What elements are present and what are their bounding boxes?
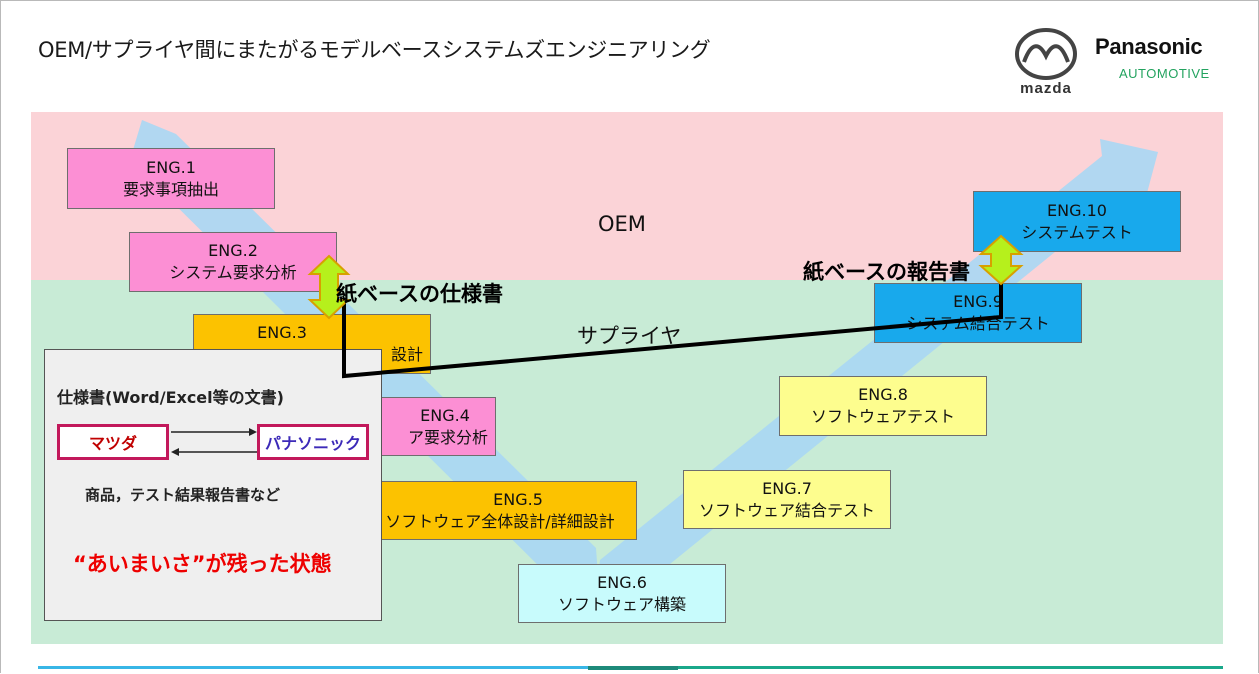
paper-report-label: 紙ベースの報告書: [803, 260, 970, 284]
process-id: ENG.9: [953, 292, 1003, 311]
mazda-logo: [1015, 28, 1077, 80]
process-eng-7: ENG.7 ソフトウェア結合テスト: [683, 470, 891, 529]
process-label: ソフトウェア構築: [557, 594, 686, 614]
process-id: ENG.8: [858, 385, 908, 404]
legend-heading: 仕様書(Word/Excel等の文書): [57, 388, 284, 407]
supplier-label: サプライヤ: [577, 324, 682, 348]
footer-rule-center: [588, 666, 678, 670]
process-label: 要求事項抽出: [122, 179, 219, 199]
paper-spec-label: 紙ベースの仕様書: [336, 282, 503, 306]
process-id: ENG.5: [493, 489, 543, 509]
process-eng-9: ENG.9 システム結合テスト: [874, 283, 1082, 343]
oem-label: OEM: [598, 212, 646, 236]
process-label: 設計: [390, 345, 423, 364]
party-mazda: マツダ: [57, 424, 169, 460]
process-label: システムテスト: [1021, 222, 1133, 242]
process-eng-1: ENG.1 要求事項抽出: [67, 148, 275, 209]
process-id: ENG.1: [146, 157, 196, 177]
process-label: システム要求分析: [169, 263, 297, 282]
process-label: ソフトウェア結合テスト: [698, 500, 875, 520]
process-label: ア要求分析: [407, 427, 488, 447]
process-label: システム結合テスト: [906, 314, 1050, 333]
process-label: ソフトウェアテスト: [810, 407, 955, 426]
process-eng-8: ENG.8 ソフトウェアテスト: [779, 376, 987, 436]
process-id: ENG.7: [762, 478, 812, 498]
legend-panel: 仕様書(Word/Excel等の文書) マツダ パナソニック 商品，テスト結果報…: [44, 349, 382, 621]
footer-rule-left: [38, 666, 588, 669]
ambiguity-warning: “あいまいさ”が残った状態: [73, 552, 332, 576]
slide-title: OEM/サプライヤ間にまたがるモデルベースシステムズエンジニアリング: [38, 38, 711, 62]
mazda-wordmark: mazda: [1020, 80, 1072, 97]
legend-note: 商品，テスト結果報告書など: [85, 486, 281, 504]
footer-rule-right: [678, 666, 1223, 669]
panasonic-automotive-label: AUTOMOTIVE: [1119, 66, 1210, 81]
panasonic-logo: Panasonic: [1095, 34, 1203, 59]
party-panasonic: パナソニック: [257, 424, 369, 460]
exchange-arrows: [171, 428, 257, 456]
process-id: ENG.10: [1047, 200, 1107, 220]
process-eng-6: ENG.6 ソフトウェア構築: [518, 564, 726, 623]
process-eng-5: ENG.5 ソフトウェア全体設計/詳細設計: [363, 481, 637, 540]
process-eng-2: ENG.2 システム要求分析: [129, 232, 337, 292]
process-id: ENG.2: [208, 241, 258, 260]
spec-exchange-arrow-icon: [307, 254, 351, 320]
process-id: ENG.6: [597, 572, 647, 592]
report-exchange-arrow-icon: [978, 234, 1024, 286]
process-id: ENG.4: [420, 405, 470, 425]
process-id: ENG.3: [257, 323, 307, 342]
process-label: ソフトウェア全体設計/詳細設計: [385, 511, 615, 531]
